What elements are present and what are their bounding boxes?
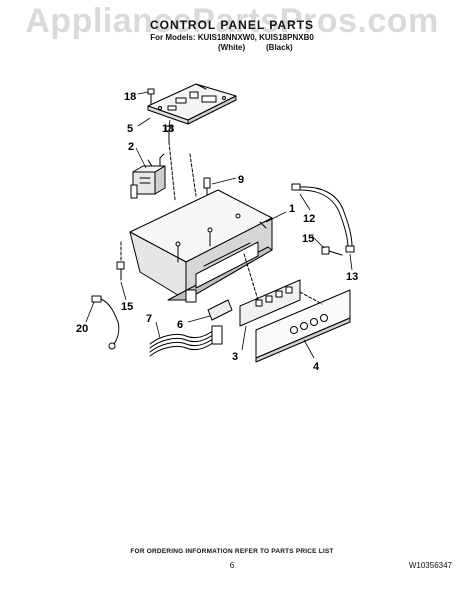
- callout-15-right: 15: [302, 233, 314, 245]
- sensor-20-drawing: [91, 295, 120, 350]
- model-list: For Models: KUIS18NNXW0, KUIS18PNXB0: [150, 33, 314, 42]
- callout-5: 5: [127, 123, 133, 135]
- wire-12-drawing: [291, 183, 355, 253]
- screw-18-lower-drawing: [165, 125, 176, 201]
- document-number: W10356347: [408, 561, 452, 570]
- callout-13: 13: [346, 271, 358, 283]
- control-board-drawing: [147, 83, 237, 125]
- screw-15-left-drawing: [116, 241, 125, 281]
- outer-panel-drawing: [255, 289, 351, 363]
- leader-lines: [85, 91, 353, 359]
- callout-9: 9: [238, 174, 244, 186]
- screw-18-top-drawing: [147, 88, 155, 105]
- callout-1: 1: [289, 203, 295, 215]
- control-housing-drawing: [129, 189, 273, 303]
- callout-labels: 18 5 18 2 9 1 12 15 13 15 20 7 6 3 4: [76, 91, 358, 373]
- part-6-drawing: [207, 299, 233, 321]
- variant-black-label: (Black): [266, 43, 293, 52]
- page-number: 6: [229, 561, 235, 570]
- variant-white-label: (White): [218, 43, 246, 52]
- callout-12: 12: [303, 213, 315, 225]
- page-title: CONTROL PANEL PARTS: [149, 18, 315, 32]
- watermark: AppliancePartsPros.com: [25, 2, 439, 40]
- ordering-note: FOR ORDERING INFORMATION REFER TO PARTS …: [130, 548, 334, 555]
- callout-15-left: 15: [121, 301, 133, 313]
- callout-7: 7: [146, 313, 152, 325]
- callout-4: 4: [313, 361, 320, 373]
- callout-18-lower: 18: [162, 123, 174, 135]
- callout-6: 6: [177, 319, 183, 331]
- ribbon-cable-7-drawing: [149, 325, 223, 357]
- transformer-drawing: [130, 153, 166, 199]
- screw-15-right-drawing: [321, 246, 343, 256]
- callout-2: 2: [128, 141, 134, 153]
- callout-18-top: 18: [124, 91, 136, 103]
- inner-panel-drawing: [239, 279, 301, 327]
- callout-3: 3: [232, 351, 238, 363]
- callout-20: 20: [76, 323, 88, 335]
